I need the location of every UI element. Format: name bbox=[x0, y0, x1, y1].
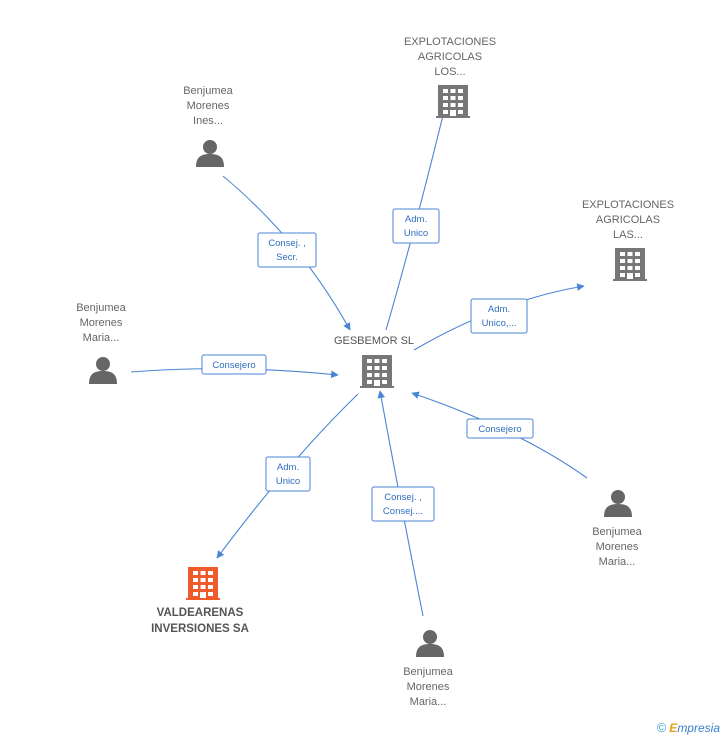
node-label: Morenes bbox=[80, 317, 123, 329]
node-label: Morenes bbox=[407, 681, 450, 693]
node-label: VALDEARENAS bbox=[157, 607, 244, 619]
edge-label-line: Unico bbox=[404, 228, 428, 239]
node-label: Benjumea bbox=[76, 302, 126, 314]
node-label: INVERSIONES SA bbox=[151, 623, 249, 635]
brand-initial: E bbox=[669, 721, 678, 735]
edge-label-maria-right-center[interactable]: Consejero bbox=[466, 418, 534, 439]
edge-label-line: Consej.... bbox=[383, 506, 423, 517]
edge-label-line: Adm. bbox=[488, 304, 510, 315]
edge-label-center-expl-los[interactable]: Adm. Unico bbox=[392, 208, 440, 244]
building-icon bbox=[186, 567, 220, 600]
building-icon bbox=[360, 355, 394, 388]
edge-label-line: Consej. , bbox=[384, 492, 422, 503]
node-label: LAS... bbox=[613, 229, 643, 241]
node-maria-left[interactable]: Benjumea Morenes Maria... bbox=[76, 302, 127, 384]
edge-label-maria-left-center[interactable]: Consejero bbox=[201, 354, 267, 375]
edge-label-center-expl-las[interactable]: Adm. Unico,... bbox=[470, 298, 528, 334]
footer-brand[interactable]: ©Empresia bbox=[657, 720, 720, 735]
brand-name: mpresia bbox=[677, 721, 720, 735]
edge-labels: Consej. , Secr. Adm. Unico Adm. Unico,..… bbox=[201, 208, 534, 522]
edge-label-maria-bottom-center[interactable]: Consej. , Consej.... bbox=[371, 486, 435, 522]
node-label: LOS... bbox=[434, 66, 465, 78]
person-icon bbox=[416, 630, 444, 657]
node-label: Morenes bbox=[187, 100, 230, 112]
node-label: AGRICOLAS bbox=[418, 51, 482, 63]
copyright-icon: © bbox=[656, 720, 667, 735]
node-label: GESBEMOR SL bbox=[334, 335, 414, 347]
edge-label-line: Adm. bbox=[405, 214, 427, 225]
node-label: EXPLOTACIONES bbox=[582, 199, 674, 211]
edge-label-line: Secr. bbox=[276, 252, 298, 263]
node-label: Maria... bbox=[83, 332, 120, 344]
edge-label-ines-center[interactable]: Consej. , Secr. bbox=[257, 232, 317, 268]
node-maria-bottom[interactable]: Benjumea Morenes Maria... bbox=[403, 630, 454, 708]
node-label: Benjumea bbox=[592, 526, 642, 538]
edges bbox=[130, 102, 588, 617]
node-expl-los[interactable]: EXPLOTACIONES AGRICOLAS LOS... bbox=[404, 36, 496, 118]
edge-label-line: Consejero bbox=[212, 360, 255, 371]
person-icon bbox=[196, 140, 224, 167]
edge-label-line: Consej. , bbox=[268, 238, 306, 249]
edge-label-line: Consejero bbox=[478, 424, 521, 435]
node-label: Benjumea bbox=[403, 666, 453, 678]
node-label: Maria... bbox=[599, 556, 636, 568]
node-expl-las[interactable]: EXPLOTACIONES AGRICOLAS LAS... bbox=[582, 199, 674, 281]
node-maria-right[interactable]: Benjumea Morenes Maria... bbox=[592, 490, 643, 568]
node-label: EXPLOTACIONES bbox=[404, 36, 496, 48]
person-icon bbox=[89, 357, 117, 384]
node-label: Maria... bbox=[410, 696, 447, 708]
node-valdearenas[interactable]: VALDEARENAS INVERSIONES SA bbox=[151, 567, 249, 635]
edge-label-line: Adm. bbox=[277, 462, 299, 473]
node-ines[interactable]: Benjumea Morenes Ines... bbox=[183, 85, 234, 167]
edge-label-center-valdearenas[interactable]: Adm. Unico bbox=[265, 456, 311, 492]
person-icon bbox=[604, 490, 632, 517]
edge-label-line: Unico bbox=[276, 476, 300, 487]
edge-label-line: Unico,... bbox=[482, 318, 517, 329]
building-icon bbox=[613, 248, 647, 281]
node-label: Benjumea bbox=[183, 85, 233, 97]
building-icon bbox=[436, 85, 470, 118]
node-label: AGRICOLAS bbox=[596, 214, 660, 226]
node-center[interactable]: GESBEMOR SL bbox=[334, 335, 414, 388]
node-label: Ines... bbox=[193, 115, 223, 127]
node-label: Morenes bbox=[596, 541, 639, 553]
